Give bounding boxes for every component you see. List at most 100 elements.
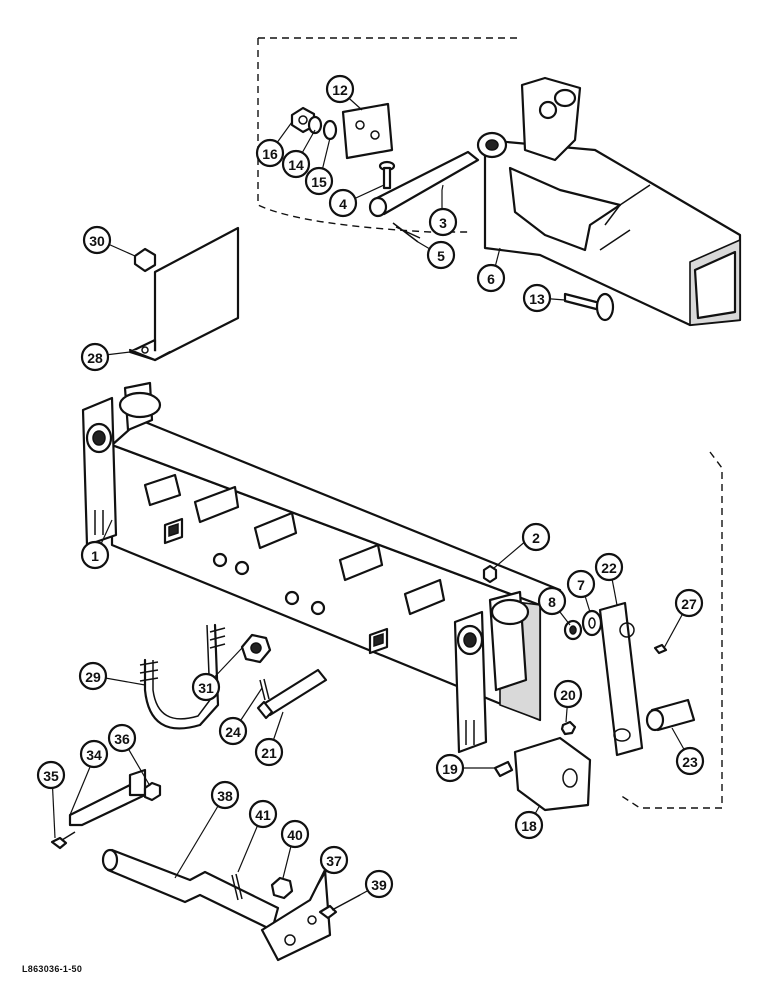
hitch-group-boundary xyxy=(257,37,520,233)
callout-3: 3 xyxy=(428,207,458,237)
callout-28: 28 xyxy=(80,342,110,372)
callout-label-39: 39 xyxy=(371,877,387,893)
callout-6: 6 xyxy=(476,263,506,293)
callout-label-34: 34 xyxy=(86,747,102,763)
main-frame-part-1 xyxy=(81,381,562,754)
callout-8: 8 xyxy=(537,586,567,616)
plate-part-37 xyxy=(260,868,332,962)
callout-22: 22 xyxy=(594,552,624,582)
callout-41: 41 xyxy=(248,799,278,829)
figure-reference-code: L863036-1-50 xyxy=(22,964,83,974)
callout-label-2: 2 xyxy=(532,530,540,546)
callout-18: 18 xyxy=(514,810,544,840)
callout-label-12: 12 xyxy=(332,82,348,98)
washer-part-15 xyxy=(322,119,338,141)
callout-label-21: 21 xyxy=(261,745,277,761)
callout-label-14: 14 xyxy=(288,157,304,173)
link-part-22 xyxy=(598,601,644,757)
bolt-part-19 xyxy=(493,760,514,778)
callout-40: 40 xyxy=(280,819,310,849)
callout-16: 16 xyxy=(255,138,285,168)
bolt-part-35 xyxy=(50,831,76,850)
bolt-part-4 xyxy=(378,160,396,190)
callout-label-38: 38 xyxy=(217,788,233,804)
callout-24: 24 xyxy=(218,716,248,746)
callout-label-31: 31 xyxy=(198,680,214,696)
angle-bracket-part-28 xyxy=(128,226,240,362)
plate-part-12 xyxy=(341,102,394,160)
callout-30: 30 xyxy=(82,225,112,255)
callout-label-23: 23 xyxy=(682,754,698,770)
bolt-part-39 xyxy=(318,894,361,920)
nut-part-36 xyxy=(143,781,162,802)
callout-label-28: 28 xyxy=(87,350,103,366)
nut-part-30 xyxy=(133,247,157,273)
cover-plate-part-18 xyxy=(513,736,592,812)
callout-38: 38 xyxy=(210,780,240,810)
hitch-pin-part-3 xyxy=(368,150,480,218)
callout-15: 15 xyxy=(304,166,334,196)
tube-part-38 xyxy=(101,848,280,932)
callout-label-36: 36 xyxy=(114,731,130,747)
lock-washer-part-14 xyxy=(307,115,323,135)
callout-1: 1 xyxy=(80,540,110,570)
pin-part-23 xyxy=(645,698,696,732)
callout-35: 35 xyxy=(36,760,66,790)
grease-fitting-part-27 xyxy=(653,643,668,655)
callout-20: 20 xyxy=(553,679,583,709)
callout-12: 12 xyxy=(325,74,355,104)
nut-part-20 xyxy=(560,720,577,736)
callout-label-24: 24 xyxy=(225,724,241,740)
callout-label-20: 20 xyxy=(560,687,576,703)
nut-part-40 xyxy=(270,876,294,900)
callout-27: 27 xyxy=(674,588,704,618)
callout-label-4: 4 xyxy=(339,196,347,212)
frame-group-boundary xyxy=(619,451,723,809)
callout-31: 31 xyxy=(191,672,221,702)
callout-29: 29 xyxy=(78,661,108,691)
callout-label-35: 35 xyxy=(43,768,59,784)
callout-19: 19 xyxy=(435,753,465,783)
u-bolt-part-29 xyxy=(139,623,226,730)
callout-label-18: 18 xyxy=(521,818,537,834)
callout-label-6: 6 xyxy=(487,271,495,287)
lock-washer-part-8 xyxy=(563,619,583,641)
callout-label-37: 37 xyxy=(326,853,342,869)
callout-label-15: 15 xyxy=(311,174,327,190)
pin-part-21 xyxy=(256,668,328,720)
callout-2: 2 xyxy=(521,522,551,552)
callout-label-7: 7 xyxy=(577,577,585,593)
bracket-part-34 xyxy=(68,768,147,827)
callout-label-41: 41 xyxy=(255,807,271,823)
callout-13: 13 xyxy=(522,283,552,313)
callout-label-13: 13 xyxy=(529,291,545,307)
callout-label-16: 16 xyxy=(262,146,278,162)
carriage-bolt-part-13 xyxy=(563,292,615,322)
washer-part-7 xyxy=(581,609,603,637)
grease-fitting-part-2 xyxy=(482,564,498,584)
callout-label-40: 40 xyxy=(287,827,303,843)
callout-14: 14 xyxy=(281,149,311,179)
callout-label-3: 3 xyxy=(439,215,447,231)
callout-label-30: 30 xyxy=(89,233,105,249)
callout-21: 21 xyxy=(254,737,284,767)
callout-label-19: 19 xyxy=(442,761,458,777)
callout-23: 23 xyxy=(675,746,705,776)
nut-part-31 xyxy=(240,633,272,664)
callout-label-27: 27 xyxy=(681,596,697,612)
hitch-tube-part-6 xyxy=(476,76,742,327)
callout-37: 37 xyxy=(319,845,349,875)
callout-7: 7 xyxy=(566,569,596,599)
callout-label-29: 29 xyxy=(85,669,101,685)
callout-label-22: 22 xyxy=(601,560,617,576)
callout-5: 5 xyxy=(426,240,456,270)
callout-label-8: 8 xyxy=(548,594,556,610)
callout-label-5: 5 xyxy=(437,248,445,264)
callout-34: 34 xyxy=(79,739,109,769)
cotter-pin-part-5 xyxy=(392,222,421,243)
callout-4: 4 xyxy=(328,188,358,218)
callout-36: 36 xyxy=(107,723,137,753)
cotter-pin-part-41 xyxy=(231,873,243,901)
cotter-pin-part-24 xyxy=(259,678,270,701)
